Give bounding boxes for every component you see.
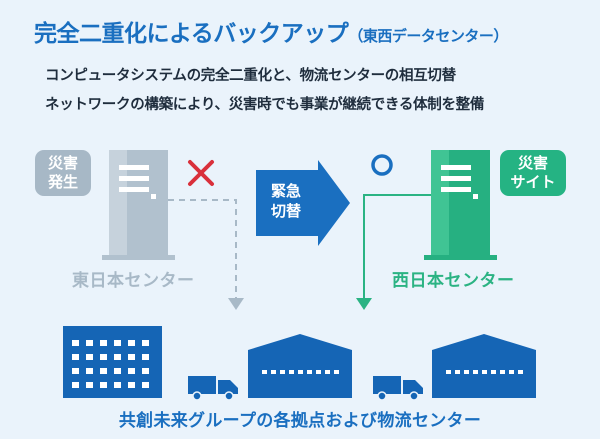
ok-circle-icon (371, 154, 393, 176)
east-server-icon (102, 150, 175, 260)
emergency-switch-label: 緊急 切替 (258, 181, 314, 221)
description-line-1: コンピュータシステムの完全二重化と、物流センターの相互切替 (45, 68, 456, 84)
truck-icon (188, 376, 238, 401)
switch-line-2: 切替 (270, 202, 301, 220)
east-center-label: 東日本センター (72, 271, 195, 291)
west-badge-line-2: サイト (510, 173, 556, 191)
east-badge-line-1: 災害 (47, 154, 78, 172)
office-building-icon (63, 326, 162, 398)
west-server-icon (424, 150, 497, 260)
switch-line-1: 緊急 (270, 182, 301, 200)
east-badge-line-2: 発生 (47, 173, 78, 191)
title-main: 完全二重化によるバックアップ (34, 21, 349, 47)
west-center-label: 西日本センター (392, 271, 515, 291)
failure-x-icon (188, 160, 214, 186)
disaster-site-badge: 災害 サイト (500, 150, 566, 196)
warehouse-icon (432, 334, 536, 398)
truck-icon (373, 376, 423, 401)
emergency-switch-arrow (256, 160, 350, 246)
west-badge-line-1: 災害 (517, 154, 548, 172)
warehouse-icon (248, 334, 352, 398)
west-active-path (356, 194, 431, 310)
diagram-title: 完全二重化によるバックアップ（東西データセンター） (34, 14, 508, 48)
description-line-2: ネットワークの構築により、災害時でも事業が継続できる体制を整備 (45, 97, 485, 113)
disaster-occurred-badge: 災害 発生 (35, 150, 91, 196)
east-fallback-path (168, 199, 244, 310)
title-subtitle: （東西データセンター） (348, 27, 508, 45)
group-facilities-label: 共創未来グループの各拠点および物流センター (118, 411, 482, 431)
